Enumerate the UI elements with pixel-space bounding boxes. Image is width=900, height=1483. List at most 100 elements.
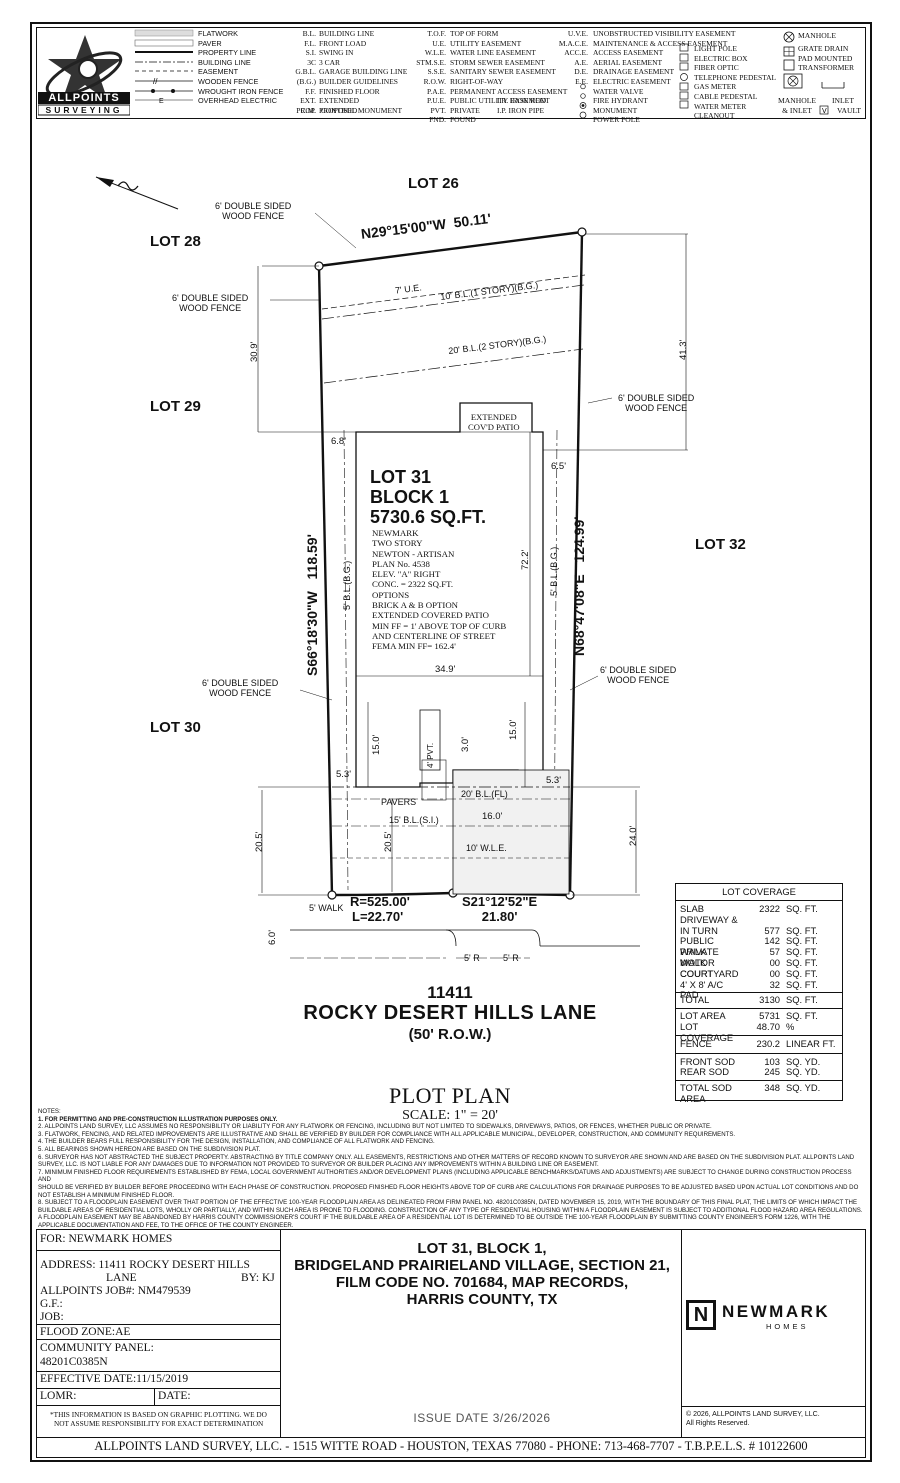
tb-lomr: LOMR: xyxy=(40,1390,77,1402)
bl-swing-in-label: 15' B.L.(S.I.) xyxy=(389,815,439,825)
title-block-right-hdivider xyxy=(681,1406,866,1407)
tb-community-panel: COMMUNITY PANEL: xyxy=(40,1342,154,1354)
dim-20-5-left: 20.5' xyxy=(254,831,265,852)
lot-29-label: LOT 29 xyxy=(150,398,201,415)
dim-5-3-left: 5.3' xyxy=(336,769,352,780)
logo-company-name: ALLPOINTS xyxy=(48,92,120,104)
note-line: 6. SURVEYOR HAS NOT ABSTRACTED THE SUBJE… xyxy=(38,1153,855,1161)
dim-30-9: 30.9' xyxy=(249,341,260,362)
svg-text:V: V xyxy=(822,108,827,115)
legend-cm: C.M. CONTROL MONUMENT xyxy=(300,106,403,115)
legend-col2-abbr: B.L.F.L. S.I.3C G.B.L.(B.G.) F.F.EXT. PR… xyxy=(295,29,316,115)
legend-inlet-vault: INLET VAULT xyxy=(832,96,862,115)
dim-20-5-mid: 20.5' xyxy=(383,831,394,852)
note-line: 7. MINIMUM FINISHED FLOOR REQUIREMENTS E… xyxy=(38,1168,852,1184)
dim-6-0: 6.0' xyxy=(267,929,278,945)
tb-panel-number: 48201C0385N xyxy=(40,1356,108,1368)
legend-manhole: MANHOLE xyxy=(798,31,836,40)
front-bearing: S21°12'52"E 21.80' xyxy=(462,894,538,924)
svg-text:E: E xyxy=(159,98,164,105)
dim-34-9: 34.9' xyxy=(435,664,456,675)
dim-15-0-right: 15.0' xyxy=(508,719,519,740)
left-bearing: S66°18'30"W 118.59' xyxy=(304,534,320,676)
legend-structure-symbols: V xyxy=(783,31,845,115)
legend-flatwork: FLATWORK xyxy=(198,29,238,38)
private-walk-label: 4' PVT. xyxy=(426,742,435,768)
pavers-label: PAVERS xyxy=(381,797,417,807)
note-line: 5. ALL BEARINGS SHOWN HEREON ARE BASED O… xyxy=(38,1145,261,1153)
dim-3-0: 3.0' xyxy=(460,736,471,752)
dim-15-0-left: 15.0' xyxy=(371,734,382,755)
tb-job: JOB: xyxy=(40,1311,64,1323)
legend-pad-mounted: PAD MOUNTED xyxy=(798,54,853,63)
dim-6-8: 6.8' xyxy=(331,436,347,447)
curve-data: R=525.00' L=22.70' xyxy=(350,894,410,924)
newmark-brand-sub: HOMES xyxy=(766,1322,809,1331)
water-line-easement-label: 10' W.L.E. xyxy=(466,843,507,853)
newmark-logo-icon xyxy=(686,1300,716,1330)
legend-overhead-electric: OVERHEAD ELECTRIC xyxy=(198,96,278,106)
address-number: 11411 xyxy=(427,983,473,1002)
note-line: 8. SUBJECT TO A FLOODPLAIN EASEMENT OVER… xyxy=(38,1199,858,1207)
lot-30-label: LOT 30 xyxy=(150,719,201,736)
title-block xyxy=(36,1229,866,1458)
note-line: SURVEY, LLC. IS NOT LIABLE FOR ANY DAMAG… xyxy=(38,1161,599,1169)
newmark-logo-letter: N xyxy=(693,1304,709,1326)
star-logo-icon xyxy=(37,35,131,116)
newmark-brand-name: NEWMARK xyxy=(722,1302,831,1321)
radius-label-1: 5' R xyxy=(464,953,480,963)
dim-24-0: 24.0' xyxy=(628,825,639,846)
dim-5-3-right: 5.3' xyxy=(546,775,562,786)
right-of-way: (50' R.O.W.) xyxy=(408,1026,492,1043)
copyright: © 2026, ALLPOINTS LAND SURVEY, LLC. All … xyxy=(686,1411,820,1427)
legend-grate-drain: GRATE DRAIN xyxy=(798,44,849,53)
legend-col6: MANHOLE GRATE DRAIN PAD MOUNTED TRANSFOR… xyxy=(798,31,864,73)
legend-manhole-inlet: MANHOLE& INLET xyxy=(778,96,816,115)
logo-surveying-text: SURVEYING xyxy=(45,105,123,115)
plot-plan-sheet xyxy=(30,22,872,1462)
legend-col4-abbr: U.V.E.M.A.C.E. ACC.E.A.E. D.E.E.E. xyxy=(558,29,588,86)
footer-divider xyxy=(36,1437,866,1438)
dim-41-3: 41.3' xyxy=(678,339,689,360)
radius-label-2: 5' R xyxy=(503,953,519,963)
tb-for: FOR: NEWMARK HOMES xyxy=(40,1233,173,1245)
legend-paver: PAVER xyxy=(198,38,222,48)
svg-text://: // xyxy=(153,77,158,86)
tb-by: BY: KJ xyxy=(241,1272,275,1284)
side-bl-left-label: 5' B.L.(B.G.) xyxy=(342,560,352,610)
tb-address-1: ADDRESS: 11411 ROCKY DESERT HILLS xyxy=(40,1259,250,1271)
walk-label: 5' WALK xyxy=(309,903,344,913)
note-line: 2. ALLPOINTS LAND SURVEY, LLC ASSUMES NO… xyxy=(38,1123,712,1131)
tb-address-2: LANE xyxy=(106,1272,137,1284)
lot-32-label: LOT 32 xyxy=(695,536,746,553)
coverage-title: LOT COVERAGE xyxy=(676,884,842,901)
title-block-left: FOR: NEWMARK HOMES ADDRESS: 11411 ROCKY … xyxy=(36,1229,281,1437)
note-line: A FLOODPLAIN EASEMENT MAY BE ABANDONED B… xyxy=(38,1214,831,1222)
tb-date: DATE: xyxy=(158,1390,191,1402)
bl-front-load-label: 20' B.L.(FL) xyxy=(461,789,508,799)
allpoints-logo: ALLPOINTS SURVEYING xyxy=(37,29,131,117)
tb-effective-date: EFFECTIVE DATE:11/15/2019 xyxy=(40,1373,189,1385)
legend-col3-abbr: T.O.F.U.E. W.L.E.STM.S.E. S.S.E.R.O.W. P… xyxy=(416,29,446,125)
legend-transformer: TRANSFORMER xyxy=(798,63,855,72)
lot-title: LOT 31 BLOCK 1 5730.6 SQ.FT. xyxy=(370,467,487,527)
dim-72-2: 72.2' xyxy=(520,549,531,570)
